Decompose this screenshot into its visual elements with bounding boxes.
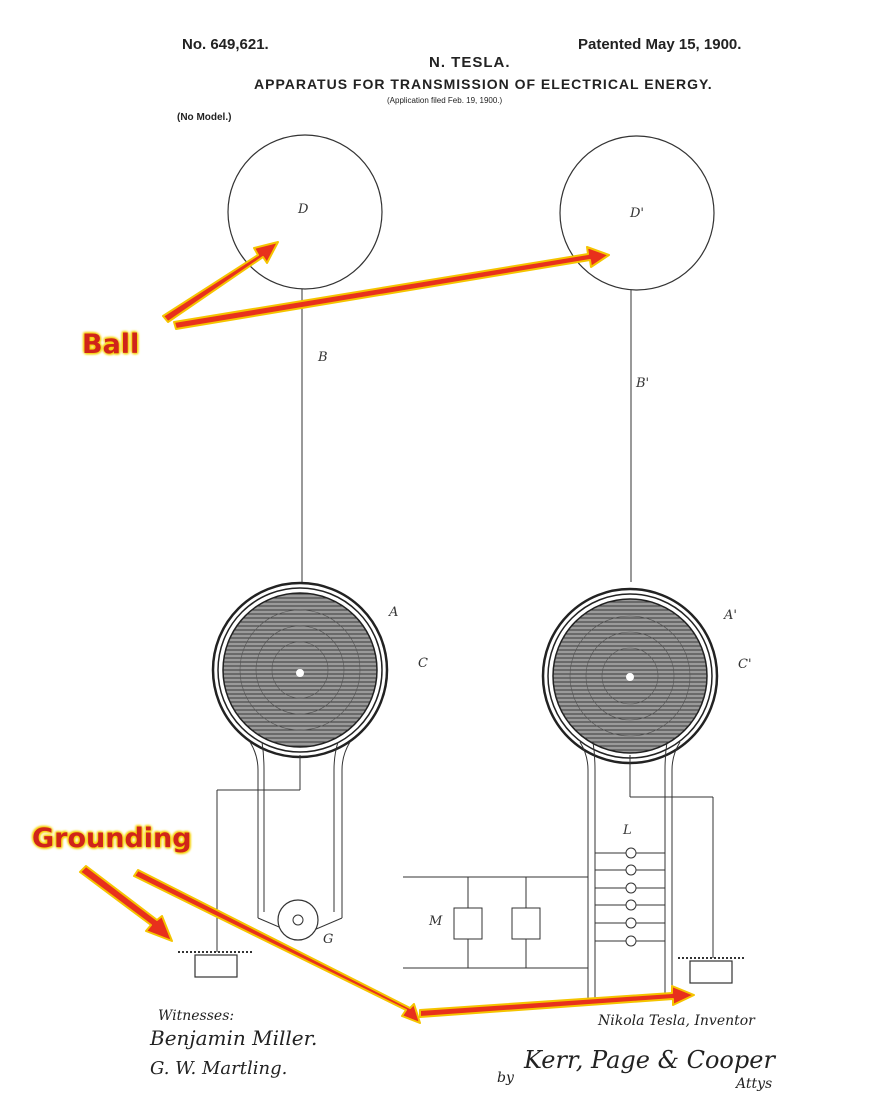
witnesses-label: Witnesses: (158, 1008, 235, 1024)
label-d: D (298, 202, 309, 217)
ball-arrows (162, 241, 610, 330)
by-label: by (497, 1070, 514, 1086)
right-coil (541, 587, 719, 765)
motor-circuit-m (403, 876, 588, 969)
patent-number: No. 649,621. (182, 36, 269, 53)
label-a: A (389, 605, 399, 620)
attys-label: Attys (736, 1076, 773, 1092)
inventor-signature: Nikola Tesla, Inventor (598, 1013, 755, 1029)
grounding-callout: Grounding (32, 823, 192, 854)
label-b: B (318, 350, 328, 365)
left-ground-plate (178, 951, 254, 978)
label-g: G (323, 932, 334, 947)
application-note: (Application filed Feb. 19, 1900.) (387, 96, 503, 105)
generator-g (277, 899, 319, 941)
patent-date: Patented May 15, 1900. (578, 36, 742, 53)
label-c-prime: C' (738, 657, 752, 672)
right-ball-terminal (559, 135, 715, 291)
lamps-l (595, 847, 665, 947)
left-coil (211, 581, 389, 759)
attorneys-signature: Kerr, Page & Cooper (524, 1046, 775, 1074)
right-coil-leads (579, 741, 714, 998)
label-m: M (429, 914, 443, 929)
ball-callout: Ball (82, 329, 140, 360)
patent-title: APPARATUS FOR TRANSMISSION OF ELECTRICAL… (254, 76, 713, 92)
label-d-prime: D' (630, 206, 644, 221)
inventor-name: N. TESLA. (429, 54, 511, 71)
witness-signature-1: Benjamin Miller. (150, 1026, 318, 1050)
model-note: (No Model.) (177, 112, 232, 123)
label-c: C (418, 656, 428, 671)
label-a-prime: A' (724, 608, 737, 623)
left-coil-leads (216, 741, 351, 952)
right-ground-plate (678, 957, 744, 984)
grounding-arrows (79, 865, 695, 1024)
left-ball-terminal (227, 134, 383, 290)
label-b-prime: B' (636, 376, 650, 391)
witness-signature-2: G. W. Martling. (150, 1058, 288, 1079)
label-l: L (623, 823, 632, 838)
